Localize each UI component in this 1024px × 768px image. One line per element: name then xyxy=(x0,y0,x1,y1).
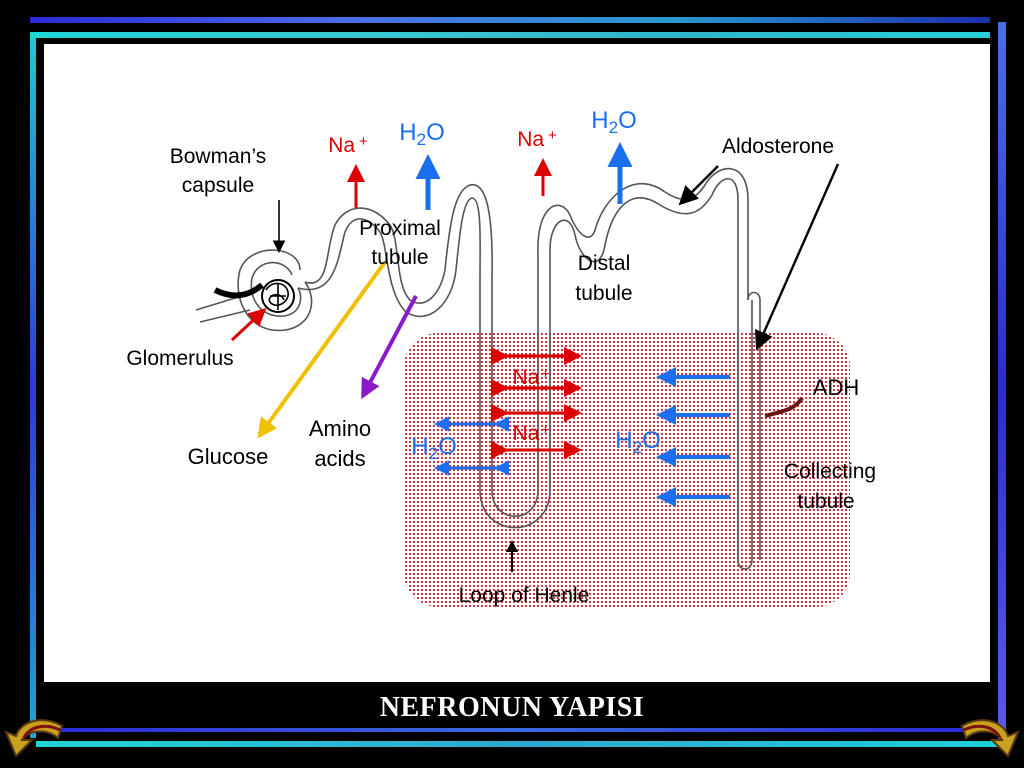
glomerulus-label: Glomerulus xyxy=(126,347,233,370)
aldosterone-label: Aldosterone xyxy=(722,135,834,158)
distal-tubule-label-2: tubule xyxy=(575,282,632,305)
amino-acids-label-2: acids xyxy=(314,446,365,471)
collecting-tubule-pointer xyxy=(755,163,840,351)
adh-pointer xyxy=(764,396,804,418)
distal-water-label: H2O xyxy=(591,107,636,137)
loop-of-henle-label: Loop of Henle xyxy=(459,584,590,607)
collecting-water-arrows xyxy=(656,367,730,507)
bowmans-capsule-label-1: Bowman’s xyxy=(170,145,267,168)
diagram-panel: Bowman’s capsule Glomerulus Glucose Amin… xyxy=(44,44,990,682)
glomerulus-pointer xyxy=(230,307,267,342)
loop-water-arrows xyxy=(434,416,509,476)
slide-title: NEFRONUN YAPISI xyxy=(379,692,645,723)
previous-slide-button[interactable] xyxy=(2,712,68,762)
frame-bottom-bar xyxy=(36,741,998,747)
amino-acids-label-1: Amino xyxy=(309,416,371,441)
medulla-sodium-label-2: Na+ xyxy=(512,421,549,445)
frame-top-bar-inner xyxy=(30,32,990,38)
aldosterone-pointer xyxy=(678,165,719,206)
medulla-sodium-arrows xyxy=(491,347,582,459)
proximal-water-label: H2O xyxy=(399,119,444,149)
glucose-label: Glucose xyxy=(188,444,269,469)
next-slide-button[interactable] xyxy=(956,712,1022,762)
collecting-tubule-label-1: Collecting xyxy=(784,460,876,483)
bowmans-capsule-label-2: capsule xyxy=(182,174,254,197)
proximal-tubule-label-1: Proximal xyxy=(359,217,441,240)
amino-acids-arrow xyxy=(361,295,418,400)
distal-tubule-label-1: Distal xyxy=(578,252,631,275)
frame-right-bar xyxy=(998,22,1006,742)
proximal-sodium-label: Na+ xyxy=(328,133,368,157)
frame-left-bar xyxy=(30,38,36,738)
medulla-sodium-label-1: Na+ xyxy=(512,365,549,389)
curved-arrow-right-icon xyxy=(960,719,1020,758)
frame-top-bar xyxy=(30,17,990,23)
collecting-water-label: H2O xyxy=(615,427,660,457)
loop-water-label: H2O xyxy=(411,433,456,463)
glucose-arrow xyxy=(257,260,387,439)
distal-sodium-label: Na+ xyxy=(517,127,557,151)
curved-arrow-left-icon xyxy=(4,719,64,758)
proximal-tubule-label-2: tubule xyxy=(371,246,428,269)
frame-bottom-bar-inner xyxy=(50,728,970,732)
collecting-tubule-label-2: tubule xyxy=(797,490,854,513)
adh-label: ADH xyxy=(813,375,859,400)
nephron-diagram: Bowman’s capsule Glomerulus Glucose Amin… xyxy=(126,107,876,607)
glomerulus-capillaries xyxy=(213,279,295,313)
loop-of-henle-pointer xyxy=(506,540,518,552)
